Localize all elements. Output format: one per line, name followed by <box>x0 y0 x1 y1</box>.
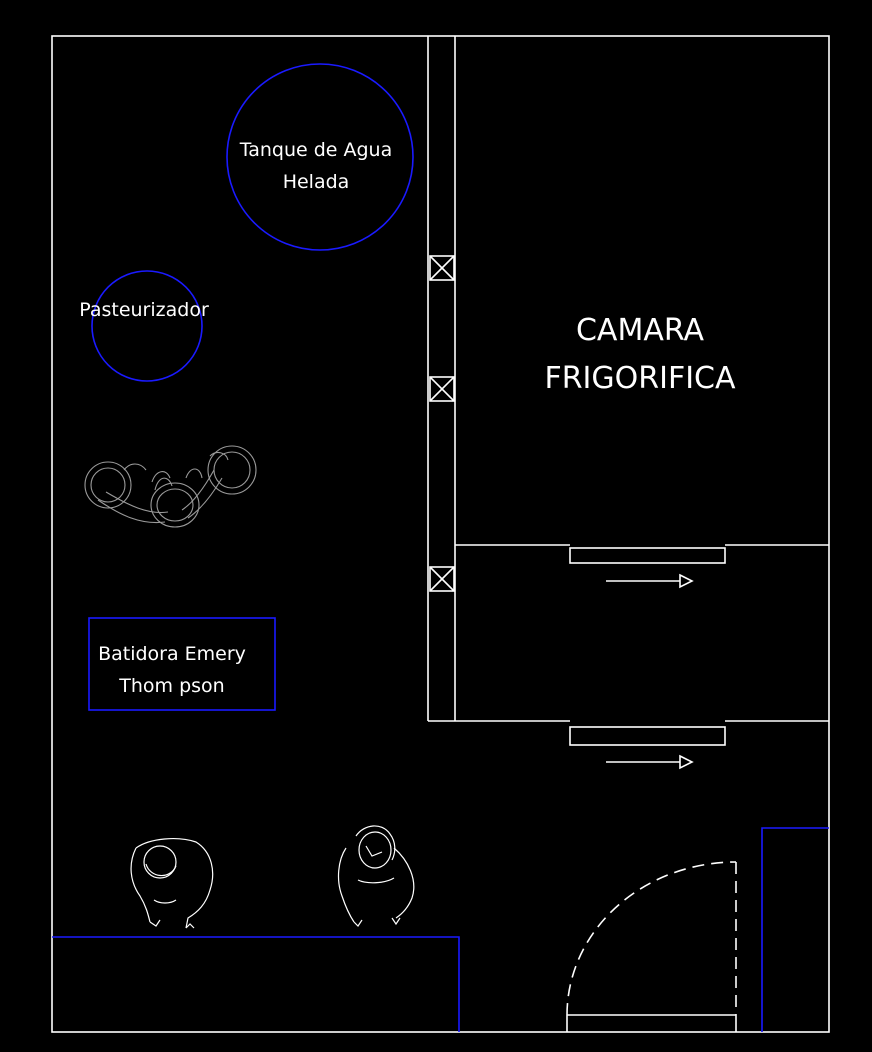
pasteurizer-circle <box>91 270 203 382</box>
arrow-icon <box>679 754 694 770</box>
mixer-label-2: Thom pson <box>118 675 224 697</box>
right-cabinet <box>761 827 829 1032</box>
person-figure-gray <box>84 445 257 528</box>
sliding-door-1 <box>569 547 726 564</box>
person-figure-1 <box>130 838 214 929</box>
person-figure-2 <box>337 825 415 927</box>
sliding-door-2 <box>569 726 726 746</box>
arrow-icon <box>679 573 694 589</box>
pillar-3 <box>429 566 455 592</box>
swing-door <box>566 861 737 1032</box>
water-tank-circle <box>226 63 414 251</box>
cold-room-wall <box>455 544 829 589</box>
pillar-2 <box>429 376 455 402</box>
pillar-1 <box>429 255 455 281</box>
cold-room-label-2: FRIGORIFICA <box>544 361 736 396</box>
anteroom-wall <box>455 720 829 770</box>
water-tank-label-1: Tanque de Agua <box>239 139 393 161</box>
pasteurizer-label: Pasteurizador <box>79 299 209 321</box>
cold-room-label-1: CAMARA <box>576 313 705 348</box>
mixer-box <box>88 617 276 711</box>
mixer-label-1: Batidora Emery <box>98 643 246 665</box>
outer-wall <box>51 35 830 1033</box>
partition-wall <box>427 36 456 722</box>
counter <box>52 936 460 1032</box>
water-tank-label-2: Helada <box>283 171 350 193</box>
